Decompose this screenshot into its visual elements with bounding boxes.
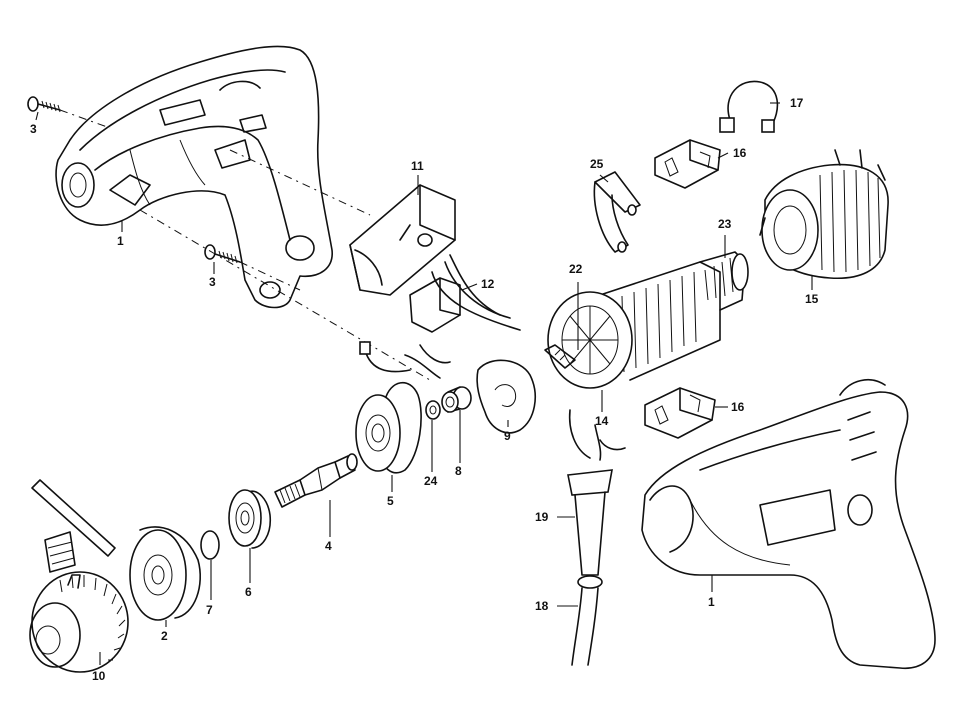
callout-9: 9 — [504, 429, 511, 443]
chuck-key — [31, 479, 116, 573]
centerline-housing — [139, 209, 431, 381]
callout-25: 25 — [590, 157, 604, 171]
callout-3-lower: 3 — [209, 275, 216, 289]
callout-2: 2 — [161, 629, 168, 643]
callout-5: 5 — [387, 494, 394, 508]
circlip — [200, 530, 220, 560]
callout-14: 14 — [595, 414, 609, 428]
callout-16-upper: 16 — [733, 146, 747, 160]
callout-23: 23 — [718, 217, 732, 231]
callout-4: 4 — [325, 539, 332, 553]
centerline-switch — [229, 149, 371, 216]
callout-8: 8 — [455, 464, 462, 478]
gear-bearing — [129, 526, 202, 621]
callout-1-left: 1 — [117, 234, 124, 248]
screw-upper — [27, 96, 61, 113]
spindle — [274, 453, 358, 508]
brush-holder-lower — [644, 387, 716, 439]
callout-3-upper: 3 — [30, 122, 37, 136]
armature — [544, 251, 749, 389]
field-stator — [759, 149, 889, 280]
callout-1-right: 1 — [708, 595, 715, 609]
suppressor-capacitor — [359, 254, 521, 379]
carbon-brush-lead — [719, 80, 779, 133]
callout-10: 10 — [92, 669, 106, 683]
callout-16-lower: 16 — [731, 400, 745, 414]
callout-19: 19 — [535, 510, 549, 524]
housing-assembled — [641, 379, 936, 669]
centerline-screw — [59, 109, 111, 129]
callout-labels: 3 1 3 11 12 9 8 24 5 4 6 7 2 10 25 22 14… — [30, 96, 819, 683]
centerline-screw-2 — [239, 261, 301, 291]
drill-chuck — [29, 571, 129, 673]
power-cable — [567, 409, 626, 666]
brush-holder-upper — [654, 139, 721, 189]
callout-15: 15 — [805, 292, 819, 306]
callout-6: 6 — [245, 585, 252, 599]
callout-18: 18 — [535, 599, 549, 613]
leader-lines — [35, 102, 813, 665]
bearing-small — [228, 489, 272, 549]
callout-11: 11 — [411, 159, 424, 173]
switch — [349, 184, 456, 296]
callout-17: 17 — [790, 96, 804, 110]
screw-lower — [204, 244, 241, 264]
callout-24: 24 — [424, 474, 438, 488]
callout-12: 12 — [481, 277, 495, 291]
spacer-plate — [476, 359, 536, 434]
callout-7: 7 — [206, 603, 213, 617]
callout-22: 22 — [569, 262, 583, 276]
washer — [425, 400, 441, 420]
bearing-large — [355, 382, 422, 474]
bushing — [441, 386, 472, 413]
brush-holder-bracket — [593, 171, 641, 253]
housing-half-left — [55, 45, 333, 309]
